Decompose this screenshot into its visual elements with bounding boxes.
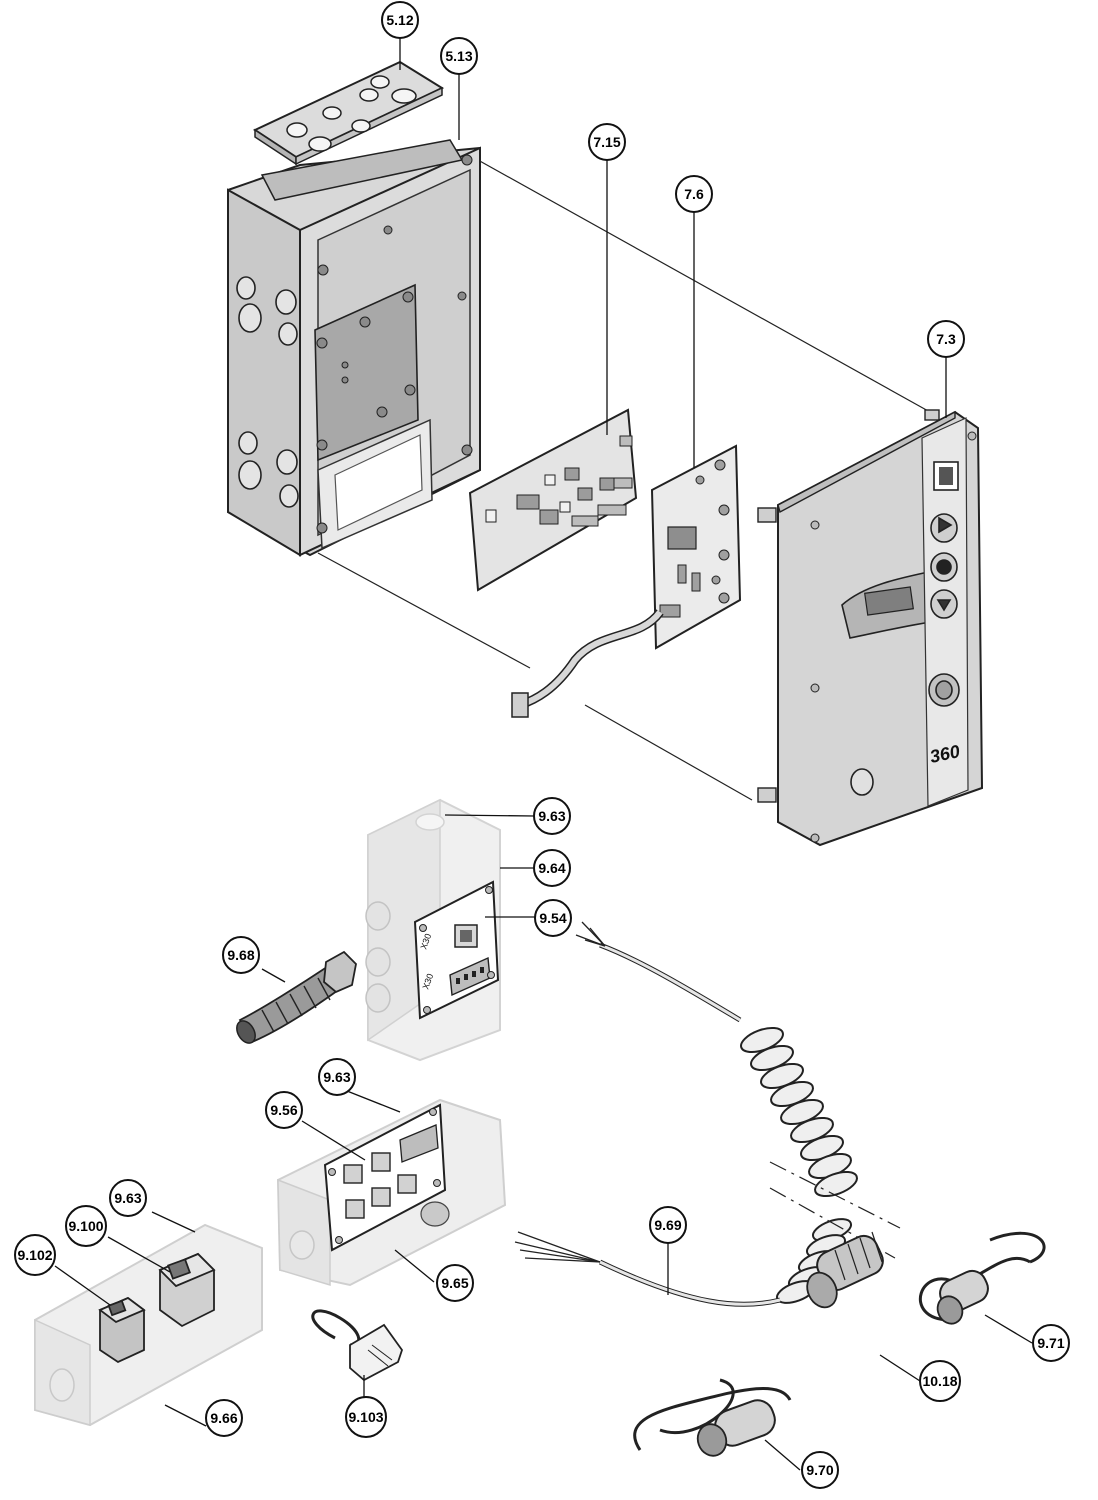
callout-9-54: 9.54: [534, 899, 572, 937]
callout-9-103: 9.103: [345, 1396, 387, 1438]
svg-text:9.56: 9.56: [270, 1102, 297, 1118]
svg-text:5.12: 5.12: [386, 12, 413, 28]
callout-7-3: 7.3: [927, 320, 965, 358]
svg-text:9.65: 9.65: [441, 1275, 468, 1291]
callout-9-65: 9.65: [436, 1264, 474, 1302]
svg-text:9.63: 9.63: [538, 808, 565, 824]
assembly-lines: [317, 159, 931, 801]
svg-text:9.71: 9.71: [1037, 1335, 1064, 1351]
svg-text:10.18: 10.18: [922, 1373, 957, 1389]
socket-board-x30: X30 X30: [413, 880, 500, 1020]
callout-9-70: 9.70: [801, 1451, 839, 1489]
sensor-70: [633, 1378, 792, 1457]
control-housing: [227, 139, 481, 557]
callout-9-69: 9.69: [649, 1206, 687, 1244]
main-circuit-board: [468, 408, 638, 592]
svg-text:9.102: 9.102: [17, 1247, 52, 1263]
rj-plug-jumper: [311, 1309, 403, 1382]
cable-gland: [236, 950, 357, 1044]
callout-9-66: 9.66: [205, 1399, 243, 1437]
leader-lines: [54, 36, 1033, 1471]
svg-text:9.63: 9.63: [323, 1069, 350, 1085]
svg-text:9.66: 9.66: [210, 1410, 237, 1426]
svg-text:7.15: 7.15: [593, 134, 620, 150]
svg-text:9.68: 9.68: [227, 947, 254, 963]
spring-bushing: [806, 1231, 884, 1309]
svg-text:9.64: 9.64: [538, 860, 565, 876]
callout-9-68: 9.68: [222, 936, 260, 974]
junction-box-lower: [34, 1223, 263, 1427]
svg-text:7.6: 7.6: [684, 186, 704, 202]
callout-9-64: 9.64: [533, 849, 571, 887]
ribbon-cable: [511, 609, 664, 718]
callout-9-71: 9.71: [1032, 1324, 1070, 1362]
display-board: [650, 444, 742, 650]
callout-9-63-upper: 9.63: [533, 797, 571, 835]
callout-9-100: 9.100: [65, 1205, 107, 1247]
callout-9-63-lower: 9.63: [109, 1179, 147, 1217]
svg-text:5.13: 5.13: [445, 48, 472, 64]
callout-7-6: 7.6: [675, 175, 713, 213]
callout-9-63-middle: 9.63: [318, 1058, 356, 1096]
svg-text:7.3: 7.3: [936, 331, 956, 347]
callout-7-15: 7.15: [588, 123, 626, 161]
front-cover: 360: [757, 409, 984, 847]
svg-text:9.69: 9.69: [654, 1217, 681, 1233]
svg-text:9.70: 9.70: [806, 1462, 833, 1478]
svg-text:9.100: 9.100: [68, 1218, 103, 1234]
svg-text:9.54: 9.54: [539, 910, 566, 926]
cable-entry-plate: [252, 60, 445, 166]
callout-9-102: 9.102: [14, 1234, 56, 1276]
junction-box-middle: [276, 1098, 507, 1287]
callout-9-56: 9.56: [265, 1091, 303, 1129]
sensor-71: [919, 1231, 1046, 1325]
svg-text:9.63: 9.63: [114, 1190, 141, 1206]
callout-10-18: 10.18: [919, 1360, 961, 1402]
callout-5-13: 5.13: [440, 37, 478, 75]
svg-text:9.103: 9.103: [348, 1409, 383, 1425]
callout-5-12: 5.12: [381, 1, 419, 39]
